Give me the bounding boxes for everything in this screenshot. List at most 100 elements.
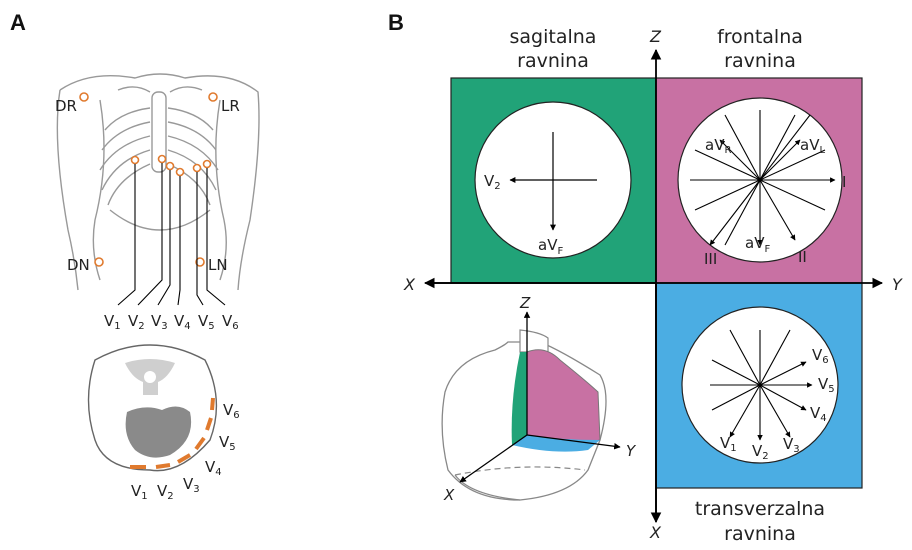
torso-front-drawing: [56, 73, 260, 291]
sagittal-title-2: ravnina: [517, 50, 589, 72]
svg-text:V1: V1: [720, 434, 737, 454]
cs-v1-label: V: [131, 482, 142, 500]
electrode-label-ln: LN: [208, 256, 228, 274]
lead-v4-label: V: [174, 312, 185, 330]
frontal-avl-sub: L: [819, 145, 825, 156]
tr-v4-label: V: [810, 404, 821, 422]
tr-v5-sub: 5: [828, 384, 834, 395]
frontal-vectors: [690, 110, 836, 246]
sagittal-title-1: sagitalna: [510, 26, 597, 48]
frontal-avf-sub: F: [764, 244, 770, 255]
frontal-ii-label: II: [798, 248, 807, 266]
svg-text:V6: V6: [223, 401, 240, 421]
electrode-label-lr: LR: [221, 97, 240, 115]
precordial-labels: V1 V2 V3 V4 V5 V6: [104, 312, 239, 332]
svg-text:V3: V3: [183, 475, 200, 495]
svg-text:V6: V6: [812, 346, 829, 366]
frontal-avf-label: aV: [745, 234, 765, 252]
lead-v3-sub: 3: [161, 321, 167, 332]
frontal-i-label: I: [842, 173, 846, 191]
svg-text:V4: V4: [810, 404, 827, 424]
electrode-label-dn: DN: [67, 256, 90, 274]
svg-text:V6: V6: [222, 312, 239, 332]
svg-text:aVL: aVL: [800, 136, 825, 156]
lead-v2-label: V: [128, 312, 139, 330]
svg-text:V4: V4: [174, 312, 191, 332]
panel-b-label: B: [388, 10, 404, 35]
svg-text:V2: V2: [128, 312, 145, 332]
svg-text:V4: V4: [205, 458, 222, 478]
cs-v5-sub: 5: [229, 442, 235, 453]
svg-text:V5: V5: [198, 312, 215, 332]
lead-v5-sub: 5: [208, 321, 214, 332]
svg-text:aVR: aVR: [705, 136, 731, 156]
cs-v4-sub: 4: [215, 467, 221, 478]
lead-v6-sub: 6: [232, 321, 238, 332]
svg-text:V2: V2: [484, 172, 501, 192]
frontal-avr-label: aV: [705, 136, 725, 154]
svg-text:aVF: aVF: [538, 236, 563, 257]
cs-v4-label: V: [205, 458, 216, 476]
axis-x-left-label: X: [403, 275, 416, 294]
torso-axis-y-label: Y: [626, 442, 637, 460]
svg-text:V3: V3: [151, 312, 168, 332]
svg-text:V2: V2: [157, 482, 174, 502]
sagittal-avf-label: aV: [538, 236, 558, 254]
axis-x-bottom-label: X: [649, 523, 662, 542]
lead-v1-label: V: [104, 312, 115, 330]
torso-axis-x-label: X: [443, 486, 455, 504]
sagittal-v2-label: V: [484, 172, 495, 190]
lead-v1-sub: 1: [114, 321, 120, 332]
lead-v6-label: V: [222, 312, 233, 330]
svg-text:V3: V3: [783, 435, 800, 455]
lead-v5-label: V: [198, 312, 209, 330]
svg-text:V1: V1: [104, 312, 121, 332]
sagittal-avf-sub: F: [557, 246, 563, 257]
axis-y-right-label: Y: [892, 275, 903, 294]
tr-v3-label: V: [783, 435, 794, 453]
lead-v2-sub: 2: [138, 321, 144, 332]
main-axes: [423, 48, 884, 524]
frontal-avr-sub: R: [724, 145, 731, 156]
tr-v4-sub: 4: [820, 413, 826, 424]
transverse-title-2: ravnina: [724, 523, 796, 545]
transverse-title-1: transverzalna: [695, 498, 825, 520]
tr-v6-label: V: [812, 346, 823, 364]
lead-v4-sub: 4: [184, 321, 190, 332]
tr-v5-label: V: [818, 375, 829, 393]
transverse-vectors: [710, 329, 813, 441]
chest-cross-section: [87, 344, 218, 472]
svg-text:aVF: aVF: [745, 234, 770, 255]
svg-text:V5: V5: [219, 433, 236, 453]
tr-v2-sub: 2: [762, 451, 768, 462]
svg-text:V2: V2: [752, 442, 769, 462]
cs-v6-sub: 6: [233, 410, 239, 421]
cross-section-labels: V1 V2 V3 V4 V5 V6: [131, 401, 240, 502]
limb-electrodes: [79, 92, 218, 267]
torso-3d-drawing: [441, 329, 607, 501]
sagittal-vectors: [509, 132, 597, 231]
cs-v1-sub: 1: [141, 491, 147, 502]
svg-text:V1: V1: [131, 482, 148, 502]
torso-axes: [459, 311, 621, 483]
torso-axis-z-label: Z: [519, 294, 531, 312]
cs-v5-label: V: [219, 433, 230, 451]
svg-text:V5: V5: [818, 375, 835, 395]
cs-v2-label: V: [157, 482, 168, 500]
frontal-title-2: ravnina: [724, 50, 796, 72]
cs-v2-sub: 2: [167, 491, 173, 502]
tr-v2-label: V: [752, 442, 763, 460]
lead-v3-label: V: [151, 312, 162, 330]
tr-v1-label: V: [720, 434, 731, 452]
precordial-lead-wires: [117, 163, 226, 306]
frontal-iii-label: III: [704, 250, 717, 268]
cs-v3-sub: 3: [193, 484, 199, 495]
axis-z-label: Z: [649, 27, 662, 46]
tr-v3-sub: 3: [793, 444, 799, 455]
frontal-title-1: frontalna: [717, 26, 803, 48]
tr-v1-sub: 1: [730, 443, 736, 454]
sagittal-v2-sub: 2: [494, 181, 500, 192]
tr-v6-sub: 6: [822, 355, 828, 366]
cs-v6-label: V: [223, 401, 234, 419]
